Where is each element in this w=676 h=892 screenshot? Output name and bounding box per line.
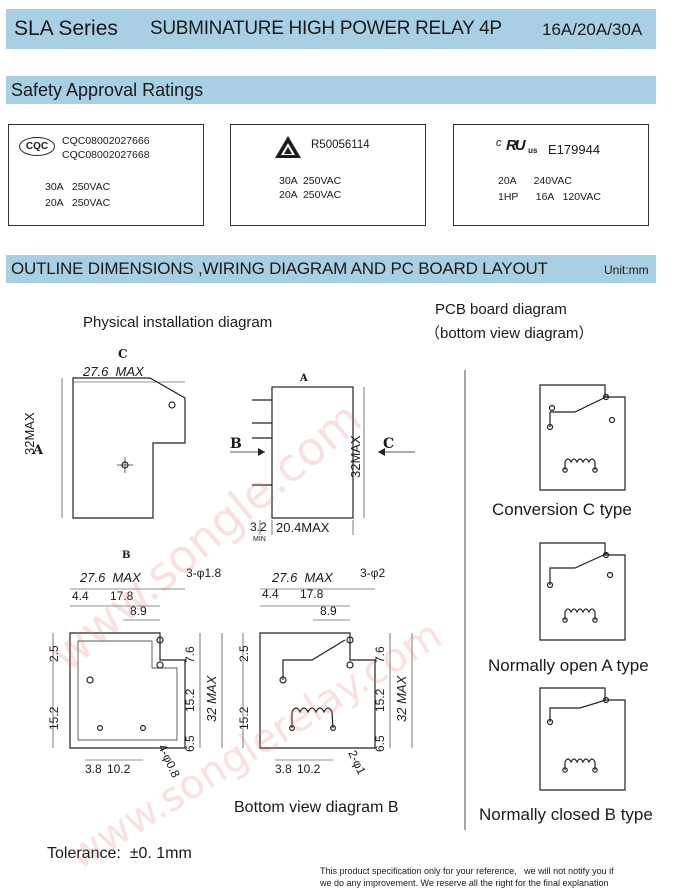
dim-17-8-b1: 17.8 bbox=[110, 589, 134, 603]
product-title: SUBMINATURE HIGH POWER RELAY 4P bbox=[150, 18, 502, 39]
label-b-arrow: B bbox=[230, 436, 242, 452]
cqc-cert-2: CQC08002027668 bbox=[62, 149, 150, 161]
tuv-rating-2: 20A 250VAC bbox=[279, 189, 342, 201]
dim-4-4-b2: 4.4 bbox=[262, 587, 279, 601]
dim-10-2-b1: 10.2 bbox=[107, 762, 131, 776]
outline-section-bar bbox=[6, 255, 656, 283]
pcb-diagram-subtitle: （bottom view diagram） bbox=[425, 325, 594, 342]
outline-section-title: OUTLINE DIMENSIONS ,WIRING DIAGRAM AND P… bbox=[11, 259, 548, 278]
ul-logo: c RU us bbox=[496, 137, 537, 159]
unit-label: Unit:mm bbox=[604, 263, 649, 277]
ul-logo-us: us bbox=[528, 146, 538, 155]
tolerance-note: Tolerance: ±0. 1mm bbox=[47, 845, 192, 862]
dim-holes-b1: 3-φ1.8 bbox=[186, 566, 222, 580]
dim-4-4-b1: 4.4 bbox=[72, 589, 89, 603]
dim-17-8-b2: 17.8 bbox=[300, 587, 324, 601]
type-normally-open-a: Normally open A type bbox=[488, 656, 649, 675]
dim-6-5-b1: 6.5 bbox=[183, 735, 197, 752]
current-ratings: 16A/20A/30A bbox=[542, 20, 643, 39]
dim-width-max-1: 27.6 MAX bbox=[83, 364, 144, 379]
dim-7-6-b1: 7.6 bbox=[183, 646, 197, 663]
dim-6-5-b2: 6.5 bbox=[373, 735, 387, 752]
type-normally-closed-b: Normally closed B type bbox=[479, 805, 653, 824]
dim-width-max-b2: 27.6 MAX bbox=[272, 570, 333, 585]
series-name: SLA Series bbox=[14, 17, 118, 40]
dim-10-2-b2: 10.2 bbox=[297, 762, 321, 776]
dim-2-5-b2: 2.5 bbox=[237, 645, 251, 662]
ul-rating-1: 20A 240VAC bbox=[498, 175, 572, 187]
dim-8-9-b2: 8.9 bbox=[320, 604, 337, 618]
footer-line-1: This product specification only for your… bbox=[320, 866, 614, 876]
dim-depth-max: 20.4MAX bbox=[276, 520, 330, 535]
dim-8-9-b1: 8.9 bbox=[130, 604, 147, 618]
physical-installation-title: Physical installation diagram bbox=[83, 314, 273, 331]
dim-pin-length: 3.2 bbox=[250, 520, 267, 534]
label-b: B bbox=[122, 550, 131, 561]
ul-logo-mark-icon: RU bbox=[505, 137, 526, 154]
dim-width-max-b1: 27.6 MAX bbox=[80, 570, 141, 585]
ul-logo-c: c bbox=[496, 137, 502, 149]
label-a-top: A bbox=[300, 373, 308, 384]
dim-height-max-1: 32MAX bbox=[22, 412, 37, 455]
ul-certificate-box: c RU us E179944 20A 240VAC 1HP 16A 120VA… bbox=[453, 124, 649, 226]
cqc-certificate-box: CQC CQC08002027666 CQC08002027668 30A 25… bbox=[8, 124, 204, 226]
ul-rating-2: 1HP 16A 120VAC bbox=[498, 191, 601, 203]
cqc-logo: CQC bbox=[19, 137, 55, 156]
cqc-logo-text: CQC bbox=[25, 141, 49, 152]
cqc-rating-1: 30A 250VAC bbox=[45, 181, 111, 193]
cqc-rating-2: 20A 250VAC bbox=[45, 197, 111, 209]
tuv-triangle-icon bbox=[275, 136, 301, 158]
header-bar bbox=[6, 9, 656, 49]
tuv-certificate-box: R50056114 30A 250VAC 20A 250VAC bbox=[230, 124, 426, 226]
dim-15-2-b1-right: 15.2 bbox=[183, 688, 197, 712]
bottom-view-title: Bottom view diagram B bbox=[234, 799, 399, 816]
dim-15-2-b1: 15.2 bbox=[47, 706, 61, 730]
cqc-cert-1: CQC08002027666 bbox=[62, 135, 150, 147]
dim-3-8-b2: 3.8 bbox=[275, 762, 292, 776]
dim-32max-b1: 32 MAX bbox=[204, 675, 219, 722]
watermark-songlerelay: www.songlerelay.com bbox=[60, 611, 450, 880]
dim-min: MIN bbox=[253, 536, 266, 543]
footer-line-2: we do any improvement. We reserve all th… bbox=[320, 878, 609, 888]
dim-holes-b2: 3-φ2 bbox=[360, 566, 386, 580]
dim-pin-b2: 2-φ1 bbox=[345, 748, 369, 777]
tuv-rating-1: 30A 250VAC bbox=[279, 175, 342, 187]
label-c: C bbox=[118, 347, 128, 361]
label-a-left: A bbox=[33, 443, 44, 458]
watermark-songle: www.songle.com bbox=[40, 390, 372, 682]
dim-3-8-b1: 3.8 bbox=[85, 762, 102, 776]
safety-section-bar bbox=[6, 76, 656, 104]
type-conversion-c: Conversion C type bbox=[492, 500, 632, 519]
ul-cert: E179944 bbox=[548, 142, 601, 157]
safety-section-title: Safety Approval Ratings bbox=[11, 80, 204, 100]
label-c-arrow: C bbox=[383, 436, 395, 452]
pcb-diagram-title: PCB board diagram bbox=[435, 301, 567, 318]
tuv-cert: R50056114 bbox=[311, 139, 370, 151]
